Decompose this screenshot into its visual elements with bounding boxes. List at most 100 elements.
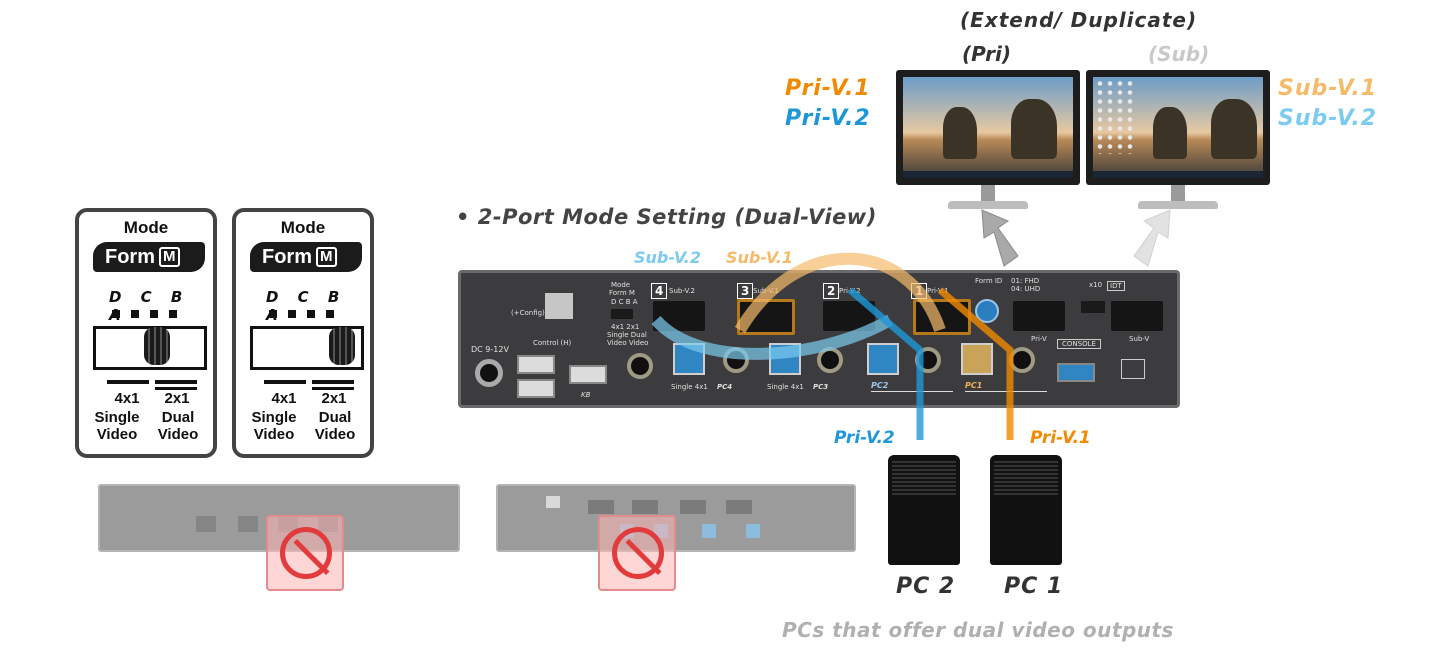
primary-monitor	[896, 70, 1080, 209]
pc1-tower	[990, 455, 1062, 565]
single-4x1-a: Single 4x1	[671, 383, 708, 391]
mode-setting-bullet: •	[456, 205, 470, 229]
pc2-label: PC2	[871, 381, 953, 392]
mode-switch[interactable]	[250, 326, 364, 370]
option-double-underline	[312, 387, 354, 390]
mode-switch-knob[interactable]	[144, 327, 170, 365]
kb-label: KB	[581, 391, 591, 399]
panel-mode-label: Mode	[611, 281, 631, 289]
option-dual-video: Dual Video	[314, 409, 356, 443]
rear-dp-2	[680, 500, 706, 514]
pri-v2-flow-path	[847, 287, 924, 440]
pc-screen-icon	[1121, 359, 1145, 379]
footer-caption: PCs that offer dual video outputs	[782, 618, 1174, 642]
dip-letters: D C B A	[109, 288, 190, 324]
idt-label: IDT	[1107, 281, 1125, 291]
sub-v1-flow-arc	[734, 252, 946, 334]
form-id-label: Form ID	[975, 277, 1003, 285]
res-04-label: 04: UHD	[1011, 285, 1041, 293]
dc-label: DC 9-12V	[471, 345, 509, 354]
console-pri-v-label: Pri-V	[1031, 335, 1047, 343]
arrow-to-primary-icon	[981, 209, 1019, 267]
dip-dots	[112, 310, 186, 318]
mode-setting-text: 2-Port Mode Setting (Dual-View)	[477, 205, 877, 229]
secondary-video-labels: Sub-V.1 Sub-V.2	[1278, 74, 1377, 134]
arrow-to-secondary-icon	[1133, 209, 1171, 267]
panel-mode-opts3: Video Video	[607, 339, 649, 347]
port-4-number: 4	[651, 283, 668, 299]
mode-switch-knob[interactable]	[329, 327, 355, 365]
mode-setting-title: • 2-Port Mode Setting (Dual-View)	[456, 205, 877, 229]
pc4-label: PC4	[717, 383, 733, 391]
dip-letters: D C B A	[266, 288, 347, 324]
dip-dots	[269, 310, 343, 318]
prohibited-icon	[280, 527, 332, 579]
secondary-monitor-stand	[1171, 185, 1185, 201]
not-allowed-front	[266, 515, 344, 591]
kb-audio-jack	[627, 353, 653, 379]
panel-mode-opts: 4x1 2x1	[611, 323, 640, 331]
sub-v1-label: Sub-V.1	[1278, 76, 1378, 101]
rear-usb-b-1	[746, 524, 760, 538]
form-m-icon: M	[159, 247, 180, 267]
option-double-underline	[155, 387, 197, 390]
panel-mode-switch[interactable]	[611, 309, 633, 319]
sub-v2-label: Sub-V.2	[1278, 106, 1378, 131]
usb-a-port-2	[517, 379, 555, 398]
pc2-tower	[888, 455, 960, 565]
option-2x1: 2x1	[321, 390, 347, 407]
mode-card-title: Mode	[280, 218, 326, 237]
primary-label: (Pri)	[962, 42, 1012, 66]
mode-card-title: Mode	[123, 218, 169, 237]
rear-rj-port	[546, 496, 560, 508]
option-4x1: 4x1	[114, 390, 140, 407]
panel-form-label: Form M	[609, 289, 635, 297]
primary-monitor-base	[948, 201, 1028, 209]
pc2-link-label: Pri-V.2	[834, 428, 895, 448]
sub-v2-flow-arc	[651, 314, 893, 360]
front-button-1	[196, 516, 216, 532]
console-sub-v-label: Sub-V	[1129, 335, 1150, 343]
port-3-number: 3	[737, 283, 754, 299]
pc3-label: PC3	[813, 383, 829, 391]
option-4x1: 4x1	[271, 390, 297, 407]
signal-flow-arcs	[651, 252, 1014, 440]
option-underline-left	[107, 380, 149, 384]
mode-switch[interactable]	[93, 326, 207, 370]
not-allowed-rear	[598, 515, 676, 591]
panel-mode-opts2: Single Dual	[607, 331, 647, 339]
pc1-name: PC 1	[1004, 574, 1064, 599]
option-single-video: Single Video	[251, 409, 297, 443]
secondary-monitor-bezel	[1086, 70, 1270, 185]
dip-switch[interactable]	[1081, 301, 1105, 313]
prohibited-icon	[612, 527, 664, 579]
port-2-number: 2	[823, 283, 840, 299]
config-label: (+Config)	[511, 309, 545, 317]
pc1-label: PC1	[965, 381, 1047, 392]
option-underline-right	[155, 380, 197, 384]
option-underline-right	[312, 380, 354, 384]
option-underline-left	[264, 380, 306, 384]
option-dual-video: Dual Video	[157, 409, 199, 443]
console-label: CONSOLE	[1057, 339, 1101, 349]
console-dp-sub	[1111, 301, 1163, 331]
usb-b-port-pc1	[961, 343, 993, 375]
usb-a-kb-port	[569, 365, 607, 384]
primary-monitor-stand	[981, 185, 995, 201]
primary-monitor-bezel	[896, 70, 1080, 185]
secondary-monitor-base	[1138, 201, 1218, 209]
control-label: Control (H)	[533, 339, 572, 347]
flow-sub-v2-label: Sub-V.2	[634, 248, 701, 267]
res-01-label: 01: FHD	[1011, 277, 1040, 285]
option-single-video: Single Video	[94, 409, 140, 443]
secondary-label: (Sub)	[1148, 42, 1210, 66]
pc2-vent	[892, 459, 956, 495]
dc-power-port	[475, 359, 503, 387]
usb-b-port-pc2	[867, 343, 899, 375]
pc1-link-label: Pri-V.1	[1030, 428, 1091, 448]
pri-v1-label: Pri-V.1	[785, 76, 871, 101]
output-arrows	[981, 209, 1171, 267]
